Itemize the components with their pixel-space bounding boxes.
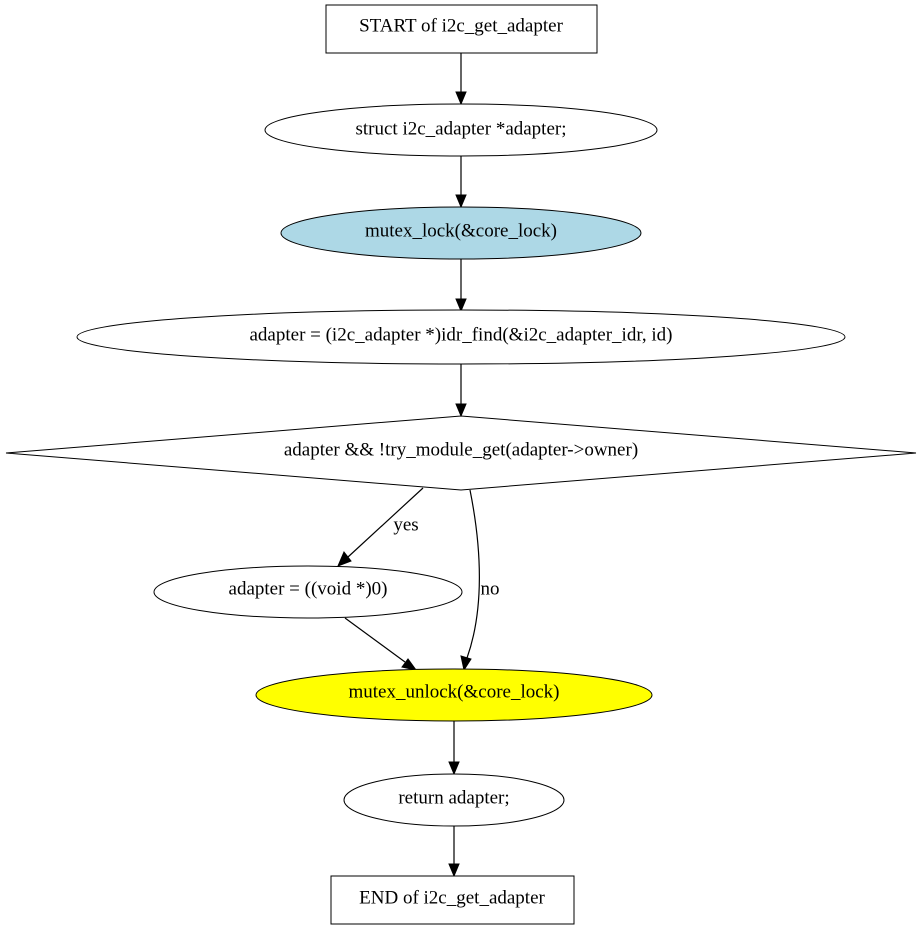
edge-decl-to-lock (455, 156, 467, 209)
node-end-box (330, 875, 575, 925)
node-null: adapter = ((void *)0) (153, 565, 463, 619)
edge-ret-to-end (448, 826, 460, 878)
edge-find-to-cond (455, 364, 467, 418)
node-decl-label: struct i2c_adapter *adapter; (355, 119, 566, 140)
node-null-ellipse (153, 565, 463, 619)
node-unlock-label: mutex_unlock(&core_lock) (348, 682, 559, 703)
nodes: START of i2c_get_adapter struct i2c_adap… (5, 4, 917, 925)
node-cond-label: adapter && !try_module_get(adapter->owne… (284, 440, 638, 461)
node-find-ellipse (76, 309, 846, 365)
edge-label-no: no (481, 579, 500, 600)
node-lock-label: mutex_lock(&core_lock) (365, 221, 557, 242)
node-unlock: mutex_unlock(&core_lock) (255, 668, 653, 722)
node-ret: return adapter; (343, 773, 565, 827)
node-cond-diamond (5, 415, 917, 491)
edge-label-yes: yes (393, 515, 418, 536)
node-find-label: adapter = (i2c_adapter *)idr_find(&i2c_a… (249, 325, 672, 346)
node-cond: adapter && !try_module_get(adapter->owne… (5, 415, 917, 491)
edge-null-to-unlock (344, 617, 418, 671)
node-find: adapter = (i2c_adapter *)idr_find(&i2c_a… (76, 309, 846, 365)
node-lock: mutex_lock(&core_lock) (280, 206, 642, 260)
node-start-box (325, 4, 598, 54)
node-ret-label: return adapter; (398, 788, 509, 809)
edge-cond-to-null: yes (337, 487, 424, 567)
edges: yes no (337, 53, 500, 878)
node-decl: struct i2c_adapter *adapter; (264, 103, 658, 157)
node-decl-ellipse (264, 103, 658, 157)
node-end-label: END of i2c_get_adapter (359, 888, 545, 909)
node-end: END of i2c_get_adapter (330, 875, 575, 925)
node-start: START of i2c_get_adapter (325, 4, 598, 54)
node-unlock-ellipse (255, 668, 653, 722)
edge-unlock-to-ret (448, 721, 460, 776)
node-ret-ellipse (343, 773, 565, 827)
edge-lock-to-find (455, 259, 467, 313)
node-lock-ellipse (280, 206, 642, 260)
node-start-label: START of i2c_get_adapter (359, 16, 563, 37)
edge-cond-to-unlock: no (460, 489, 500, 672)
node-null-label: adapter = ((void *)0) (229, 579, 388, 600)
edge-start-to-decl (455, 53, 467, 106)
